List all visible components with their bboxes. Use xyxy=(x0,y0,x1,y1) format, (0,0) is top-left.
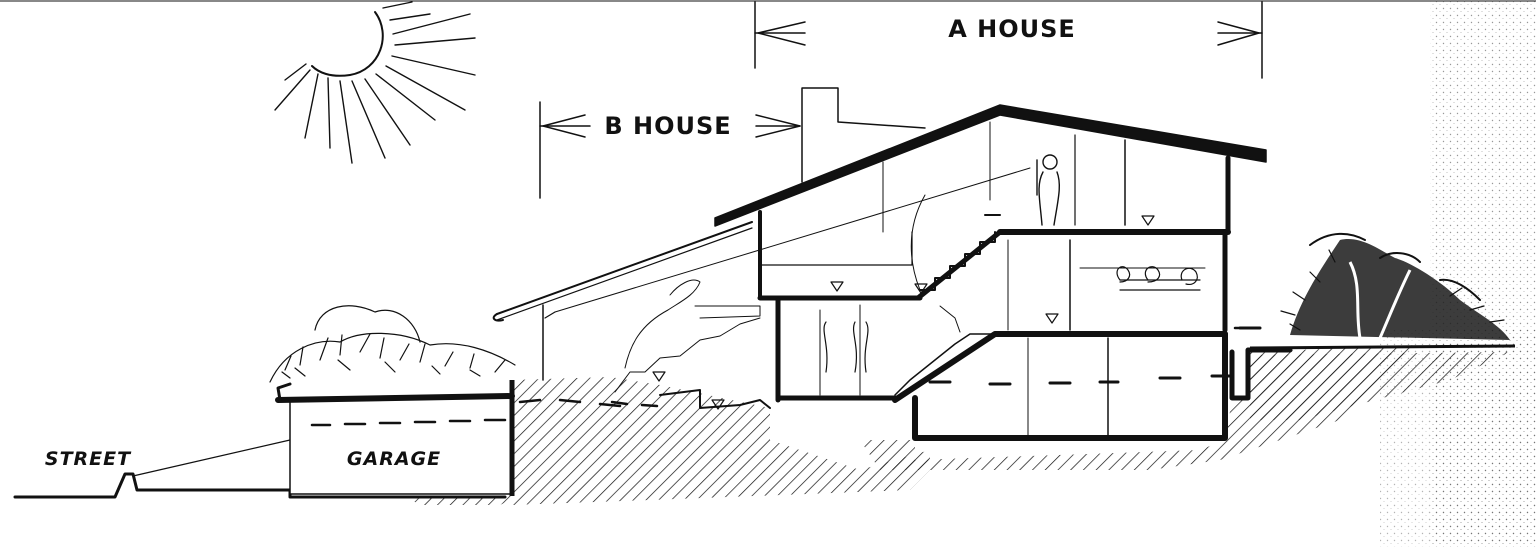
furniture-figures xyxy=(823,266,1198,373)
tree-icon xyxy=(1280,232,1510,340)
ground-line-right xyxy=(1249,344,1516,350)
earth-hatch-garage xyxy=(408,495,520,505)
a-house xyxy=(714,87,1293,441)
person-icon xyxy=(1036,154,1061,226)
earth-hatch-b xyxy=(512,377,930,505)
b-house-dimension xyxy=(539,101,801,199)
street-label: STREET xyxy=(45,448,132,470)
b-house-label: B HOUSE xyxy=(604,112,731,140)
a-house-dimension xyxy=(754,1,1263,79)
garage xyxy=(275,380,515,496)
sun-icon xyxy=(274,1,476,164)
garage-label: GARAGE xyxy=(347,448,441,470)
a-house-label: A HOUSE xyxy=(948,15,1076,43)
grade-dashes xyxy=(518,398,622,408)
shrub-icon xyxy=(269,305,516,383)
ground-line xyxy=(13,439,507,499)
earth-hatch-right xyxy=(1250,352,1510,420)
b-house xyxy=(492,167,1031,410)
